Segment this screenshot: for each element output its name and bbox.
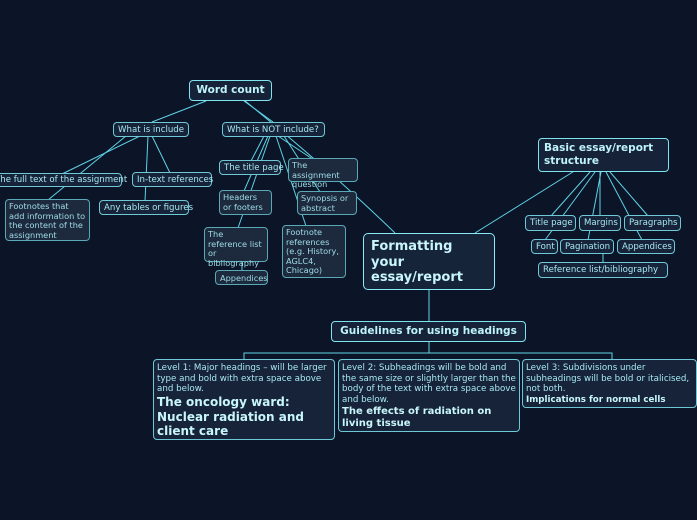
link-headings-levels — [243, 342, 613, 359]
link-include-footnotes — [47, 135, 127, 201]
include-full-text-node[interactable]: The full text of the assignment — [0, 173, 127, 187]
link-ni-question — [277, 135, 315, 161]
not-include-assignment-question-node[interactable]: The assignment question — [288, 158, 358, 189]
basic-structure-node[interactable]: Basic essay/report structure — [538, 138, 669, 172]
include-tables-figures-node[interactable]: Any tables or figures — [99, 200, 193, 215]
heading-level-3-example: Implications for normal cells — [526, 395, 666, 406]
what-is-include-node[interactable]: What is include — [113, 122, 189, 137]
not-include-footnote-references-node[interactable]: Footnote references (e.g. History, AGLC4… — [282, 225, 346, 278]
link-basic-title — [550, 171, 591, 217]
link-include-intext — [151, 135, 171, 174]
heading-level-3-node[interactable]: Level 3: Subdivisions under subheadings … — [522, 359, 697, 408]
structure-margins-node[interactable]: Margins — [579, 215, 621, 231]
link-include-tables — [144, 135, 149, 202]
central-topic-node[interactable]: Formatting your essay/report — [363, 233, 495, 290]
link-wordcount-include — [151, 100, 207, 123]
link-ni-titlepage — [250, 135, 265, 162]
heading-level-2-example: The effects of radiation on living tissu… — [342, 405, 492, 429]
not-include-title-page-node[interactable]: The title page — [219, 160, 284, 175]
structure-title-page-node[interactable]: Title page — [525, 215, 576, 231]
word-count-node[interactable]: Word count — [189, 80, 272, 101]
structure-reference-list-node[interactable]: Reference list/bibliography — [538, 262, 668, 278]
not-include-reference-list-node[interactable]: The reference list or bibliography — [204, 227, 268, 267]
structure-font-node[interactable]: Font — [531, 239, 558, 254]
not-include-synopsis-abstract-node[interactable]: Synopsis or abstract — [297, 191, 357, 215]
structure-paragraphs-node[interactable]: Paragraphs — [624, 215, 681, 231]
what-is-not-include-node[interactable]: What is NOT include? — [222, 122, 325, 137]
structure-appendices-node[interactable]: Appendices — [617, 239, 675, 254]
link-include-fulltext — [61, 135, 141, 175]
include-in-text-references-node[interactable]: In-text references — [132, 172, 213, 187]
heading-level-1-node[interactable]: Level 1: Major headings – will be larger… — [153, 359, 335, 440]
heading-level-2-description: Level 2: Subheadings will be bold and th… — [342, 363, 516, 406]
not-include-headers-footers-node[interactable]: Headers or footers — [219, 190, 272, 215]
structure-pagination-node[interactable]: Pagination — [560, 239, 614, 254]
not-include-appendices-node[interactable]: Appendices — [215, 270, 268, 285]
heading-level-1-example: The oncology ward: Nuclear radiation and… — [157, 395, 305, 439]
include-footnotes-node[interactable]: Footnotes that add information to the co… — [5, 199, 90, 241]
headings-guidelines-node[interactable]: Guidelines for using headings — [331, 321, 526, 342]
link-wordcount-notinclude — [243, 100, 274, 123]
heading-level-3-description: Level 3: Subdivisions under subheadings … — [526, 363, 690, 395]
heading-level-1-description: Level 1: Major headings – will be larger… — [157, 363, 327, 395]
heading-level-2-node[interactable]: Level 2: Subheadings will be bold and th… — [338, 359, 520, 432]
link-basic-paragraphs — [609, 171, 649, 217]
